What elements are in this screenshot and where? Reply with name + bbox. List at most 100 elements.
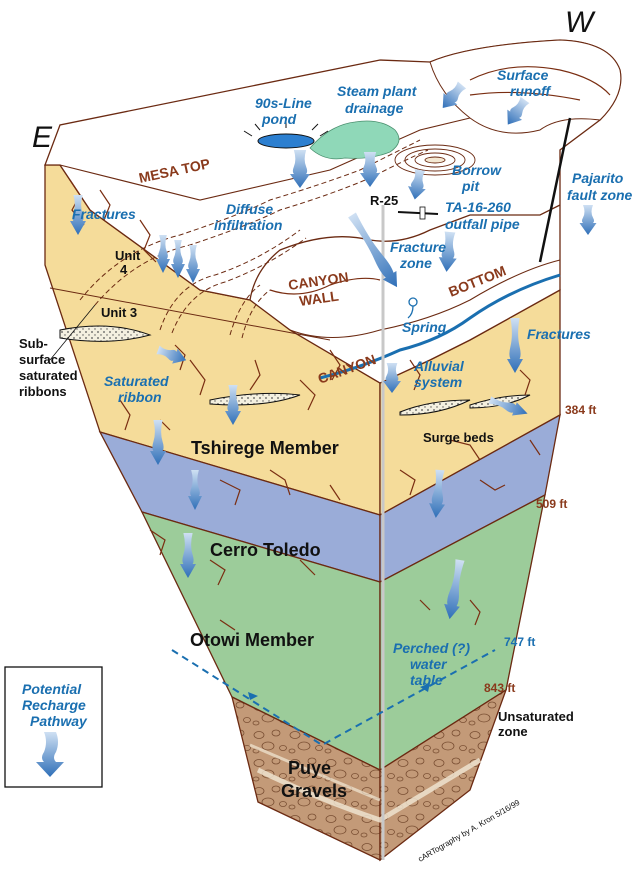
recharge-arrow-icon — [180, 533, 196, 578]
pond-icon — [257, 133, 315, 149]
recharge-arrow-icon — [507, 318, 523, 373]
tshirege-label: Tshirege Member — [191, 438, 339, 458]
legend-title-2: Recharge — [22, 697, 86, 713]
depth-384-label: 384 ft — [565, 403, 596, 417]
right-face-layers — [379, 288, 561, 862]
recharge-arrow-icon — [70, 195, 86, 235]
borrow-pit-label-2: pit — [461, 178, 480, 194]
fractures-right-label: Fractures — [527, 326, 591, 342]
unsaturated-label-1: Unsaturated — [498, 709, 574, 724]
unit4-label-1: Unit — [115, 248, 141, 263]
borrow-pit-label-1: Borrow — [452, 162, 502, 178]
outfall-pipe-label-2: outfall pipe — [445, 216, 520, 232]
spring-label: Spring — [402, 319, 447, 335]
subsurface-label-2: surface — [19, 352, 65, 367]
depth-747-label: 747 ft — [504, 635, 535, 649]
perched-label-2: water — [410, 656, 448, 672]
subsurface-label-3: saturated — [19, 368, 78, 383]
legend-box: Potential Recharge Pathway — [4, 666, 103, 788]
recharge-arrow-icon — [579, 205, 597, 235]
outfall-pipe-joint-icon — [419, 206, 426, 220]
mesa-edge — [59, 117, 471, 201]
recharge-arrow-icon — [442, 81, 467, 108]
subsurface-label-4: ribbons — [19, 384, 67, 399]
canyon-bottom-line — [289, 259, 561, 339]
sub-surface-leader — [49, 304, 96, 361]
puye-label-1: Puye — [288, 758, 331, 778]
recharge-arrow-icon — [225, 385, 241, 425]
legend-arrow-icon — [36, 732, 64, 777]
puye-light-band-2 — [249, 743, 381, 802]
subsurface-label-1: Sub- — [19, 336, 48, 351]
recharge-arrow-icon — [360, 152, 380, 187]
recharge-arrow-icon — [188, 470, 202, 510]
fractures-left-label: Fractures — [72, 206, 136, 222]
r25-label: R-25 — [370, 193, 398, 208]
recharge-arrow-icon — [507, 96, 530, 125]
puye-light-band — [256, 757, 482, 823]
outfall-pipe-icon — [397, 211, 439, 215]
recharge-arrow-icon — [150, 420, 166, 465]
east-label: E — [32, 121, 53, 154]
perched-label-3: table — [410, 672, 443, 688]
pajarito-fault-line — [538, 117, 572, 263]
steam-plant-label-2: drainage — [345, 100, 404, 116]
water-table-marker-icon-2 — [420, 683, 430, 692]
surge-beds-label: Surge beds — [423, 430, 494, 445]
pond-label-2: pond — [261, 111, 297, 127]
legend-title-1: Potential — [22, 681, 82, 697]
perched-label-1: Perched (?) — [393, 640, 470, 656]
recharge-arrow-icon — [171, 240, 185, 278]
pajarito-label-1: Pajarito — [572, 170, 624, 186]
surface-runoff-label-1: Surface — [497, 67, 549, 83]
saturated-ribbon-label-1: Saturated — [104, 373, 169, 389]
recharge-arrows — [70, 81, 597, 620]
surface-runoff-label-2: runoff — [510, 83, 552, 99]
puye-label-2: Gravels — [281, 781, 347, 801]
unsaturated-label-2: zone — [498, 724, 528, 739]
pond-rays-icon — [243, 121, 329, 137]
recharge-arrow-icon — [429, 469, 446, 518]
puye-right-face — [379, 688, 508, 862]
saturated-ribbon-label-2: ribbon — [118, 389, 162, 405]
canyon-wall-label-2: WALL — [298, 288, 340, 309]
fracture-zone-label-2: zone — [399, 255, 432, 271]
recharge-arrow-icon — [408, 169, 426, 200]
alluvial-label-2: system — [414, 374, 462, 390]
water-table-marker-icon — [248, 692, 258, 700]
recharge-arrow-icon — [444, 559, 465, 620]
unit4-label-2: 4 — [120, 262, 128, 277]
pond-label-1: 90s-Line — [255, 95, 312, 111]
alluvial-label-1: Alluvial — [413, 358, 465, 374]
west-label: W — [565, 6, 596, 39]
recharge-arrow-icon — [156, 235, 170, 273]
diffuse-label-1: Diffuse — [226, 201, 273, 217]
otowi-label: Otowi Member — [190, 630, 314, 650]
depth-843-label: 843 ft — [484, 681, 515, 695]
recharge-arrow-icon — [156, 345, 187, 364]
diffuse-label-2: infiltration — [214, 217, 282, 233]
legend-title-3: Pathway — [30, 713, 88, 729]
cerro-toledo-label: Cerro Toledo — [210, 540, 321, 560]
recharge-arrow-icon — [383, 363, 401, 393]
steam-plant-label-1: Steam plant — [337, 83, 418, 99]
unit3-label: Unit 3 — [101, 305, 137, 320]
recharge-arrow-icon — [290, 150, 310, 188]
upland-hill — [429, 39, 622, 134]
outfall-pipe-label-1: TA-16-260 — [445, 199, 511, 215]
borrow-pit-icon — [394, 144, 476, 176]
top-surface — [44, 39, 622, 384]
recharge-arrow-icon — [186, 245, 200, 283]
canyon-channel — [319, 273, 561, 380]
steam-plant-drainage-area — [309, 120, 400, 160]
unit-divider — [49, 287, 331, 341]
spring-icon — [407, 297, 418, 319]
infiltration-ribbons — [79, 139, 429, 339]
recharge-arrow-icon — [488, 396, 528, 416]
fracture-zone-label-1: Fracture — [390, 239, 446, 255]
recharge-arrow-icon — [438, 231, 457, 272]
pajarito-label-2: fault zone — [567, 187, 633, 203]
depth-509-label: 509 ft — [536, 497, 567, 511]
